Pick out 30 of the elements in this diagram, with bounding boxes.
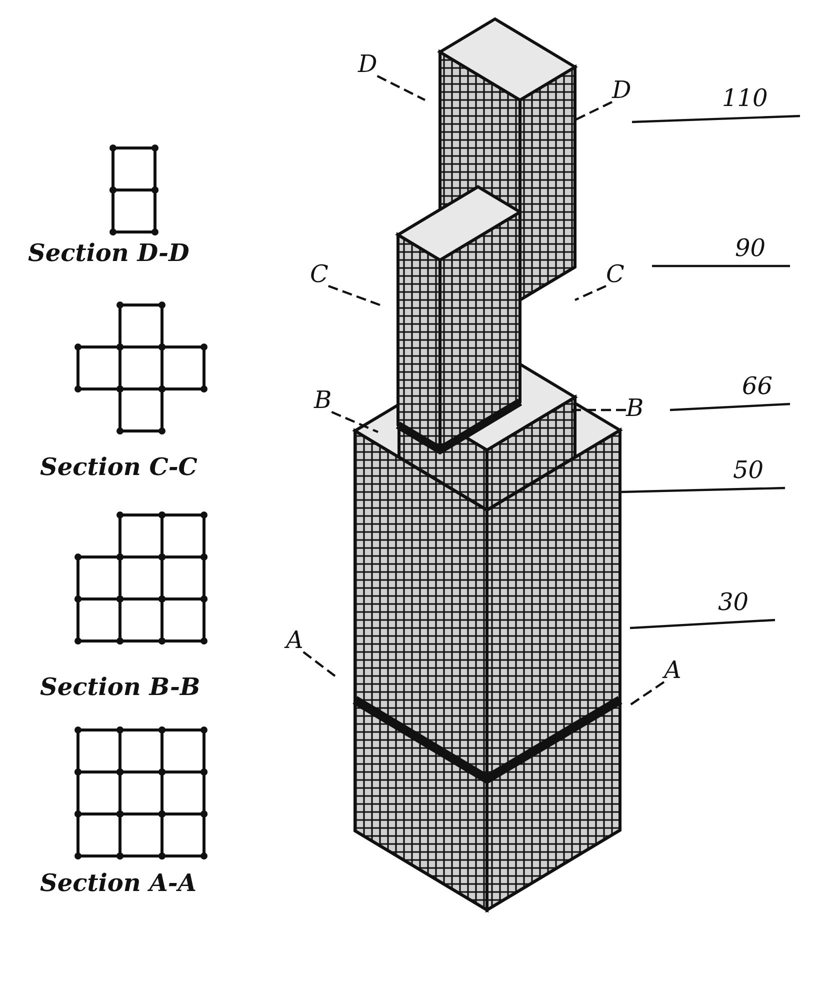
leader-line: [670, 402, 790, 412]
section-mark: B: [626, 396, 644, 420]
leader-line: [620, 486, 786, 494]
section-caption: Section C-C: [40, 452, 198, 481]
leader-line: [652, 264, 790, 268]
leader-line: [331, 411, 378, 433]
leader-line: [572, 408, 626, 412]
leader-line: [574, 285, 606, 301]
floor-number: 66: [742, 374, 773, 398]
leader-line: [302, 651, 336, 677]
section-mark: D: [358, 52, 378, 76]
leader-line: [328, 284, 380, 306]
leader-line: [629, 681, 665, 706]
leader-line: [632, 114, 800, 124]
section-caption: Section B-B: [40, 672, 200, 701]
leader-line: [574, 101, 612, 121]
section-caption: Section D-D: [28, 238, 190, 267]
floor-number: 90: [735, 236, 766, 260]
leader-line: [376, 75, 426, 101]
section-mark: A: [664, 658, 682, 682]
floor-number: 50: [733, 458, 764, 482]
section-mark: A: [286, 628, 304, 652]
section-mark: D: [612, 78, 632, 102]
leader-line: [630, 618, 776, 630]
section-mark: C: [606, 262, 624, 286]
section-mark: B: [314, 388, 332, 412]
section-caption: Section A-A: [40, 868, 196, 897]
section-mark: C: [310, 262, 328, 286]
floor-number: 30: [718, 590, 749, 614]
floor-number: 110: [722, 86, 768, 110]
